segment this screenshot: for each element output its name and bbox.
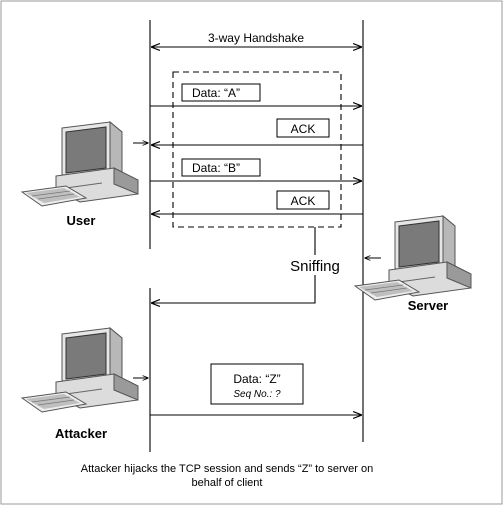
- data-b-label: Data: “B”: [192, 161, 240, 175]
- attacker-label: Attacker: [55, 426, 107, 441]
- data-a-box: [181, 83, 261, 102]
- data-z-box: [210, 363, 304, 405]
- sniffing-region: [172, 71, 342, 228]
- ack-2-box: [276, 190, 330, 210]
- handshake-label: 3-way Handshake: [208, 31, 304, 45]
- attacker-computer-icon: [21, 327, 139, 413]
- server-label: Server: [408, 298, 448, 313]
- seq-no-label: Seq No.: ?: [233, 389, 281, 400]
- ack-2-label: ACK: [291, 194, 316, 208]
- ack-1-box: [276, 118, 330, 138]
- user-label: User: [67, 213, 96, 228]
- data-b-box: [181, 158, 261, 177]
- user-computer-icon: [21, 121, 139, 207]
- ack-1-label: ACK: [291, 122, 316, 136]
- data-a-label: Data: “A”: [192, 86, 240, 100]
- sniffing-label-bg: [282, 255, 348, 275]
- sniffing-label: Sniffing: [290, 258, 340, 275]
- data-z-label: Data: “Z”: [233, 372, 280, 386]
- caption-line-1: Attacker hijacks the TCP session and sen…: [81, 463, 373, 475]
- sniffing-arrow: [152, 227, 316, 303]
- caption-line-2: behalf of client: [192, 477, 263, 489]
